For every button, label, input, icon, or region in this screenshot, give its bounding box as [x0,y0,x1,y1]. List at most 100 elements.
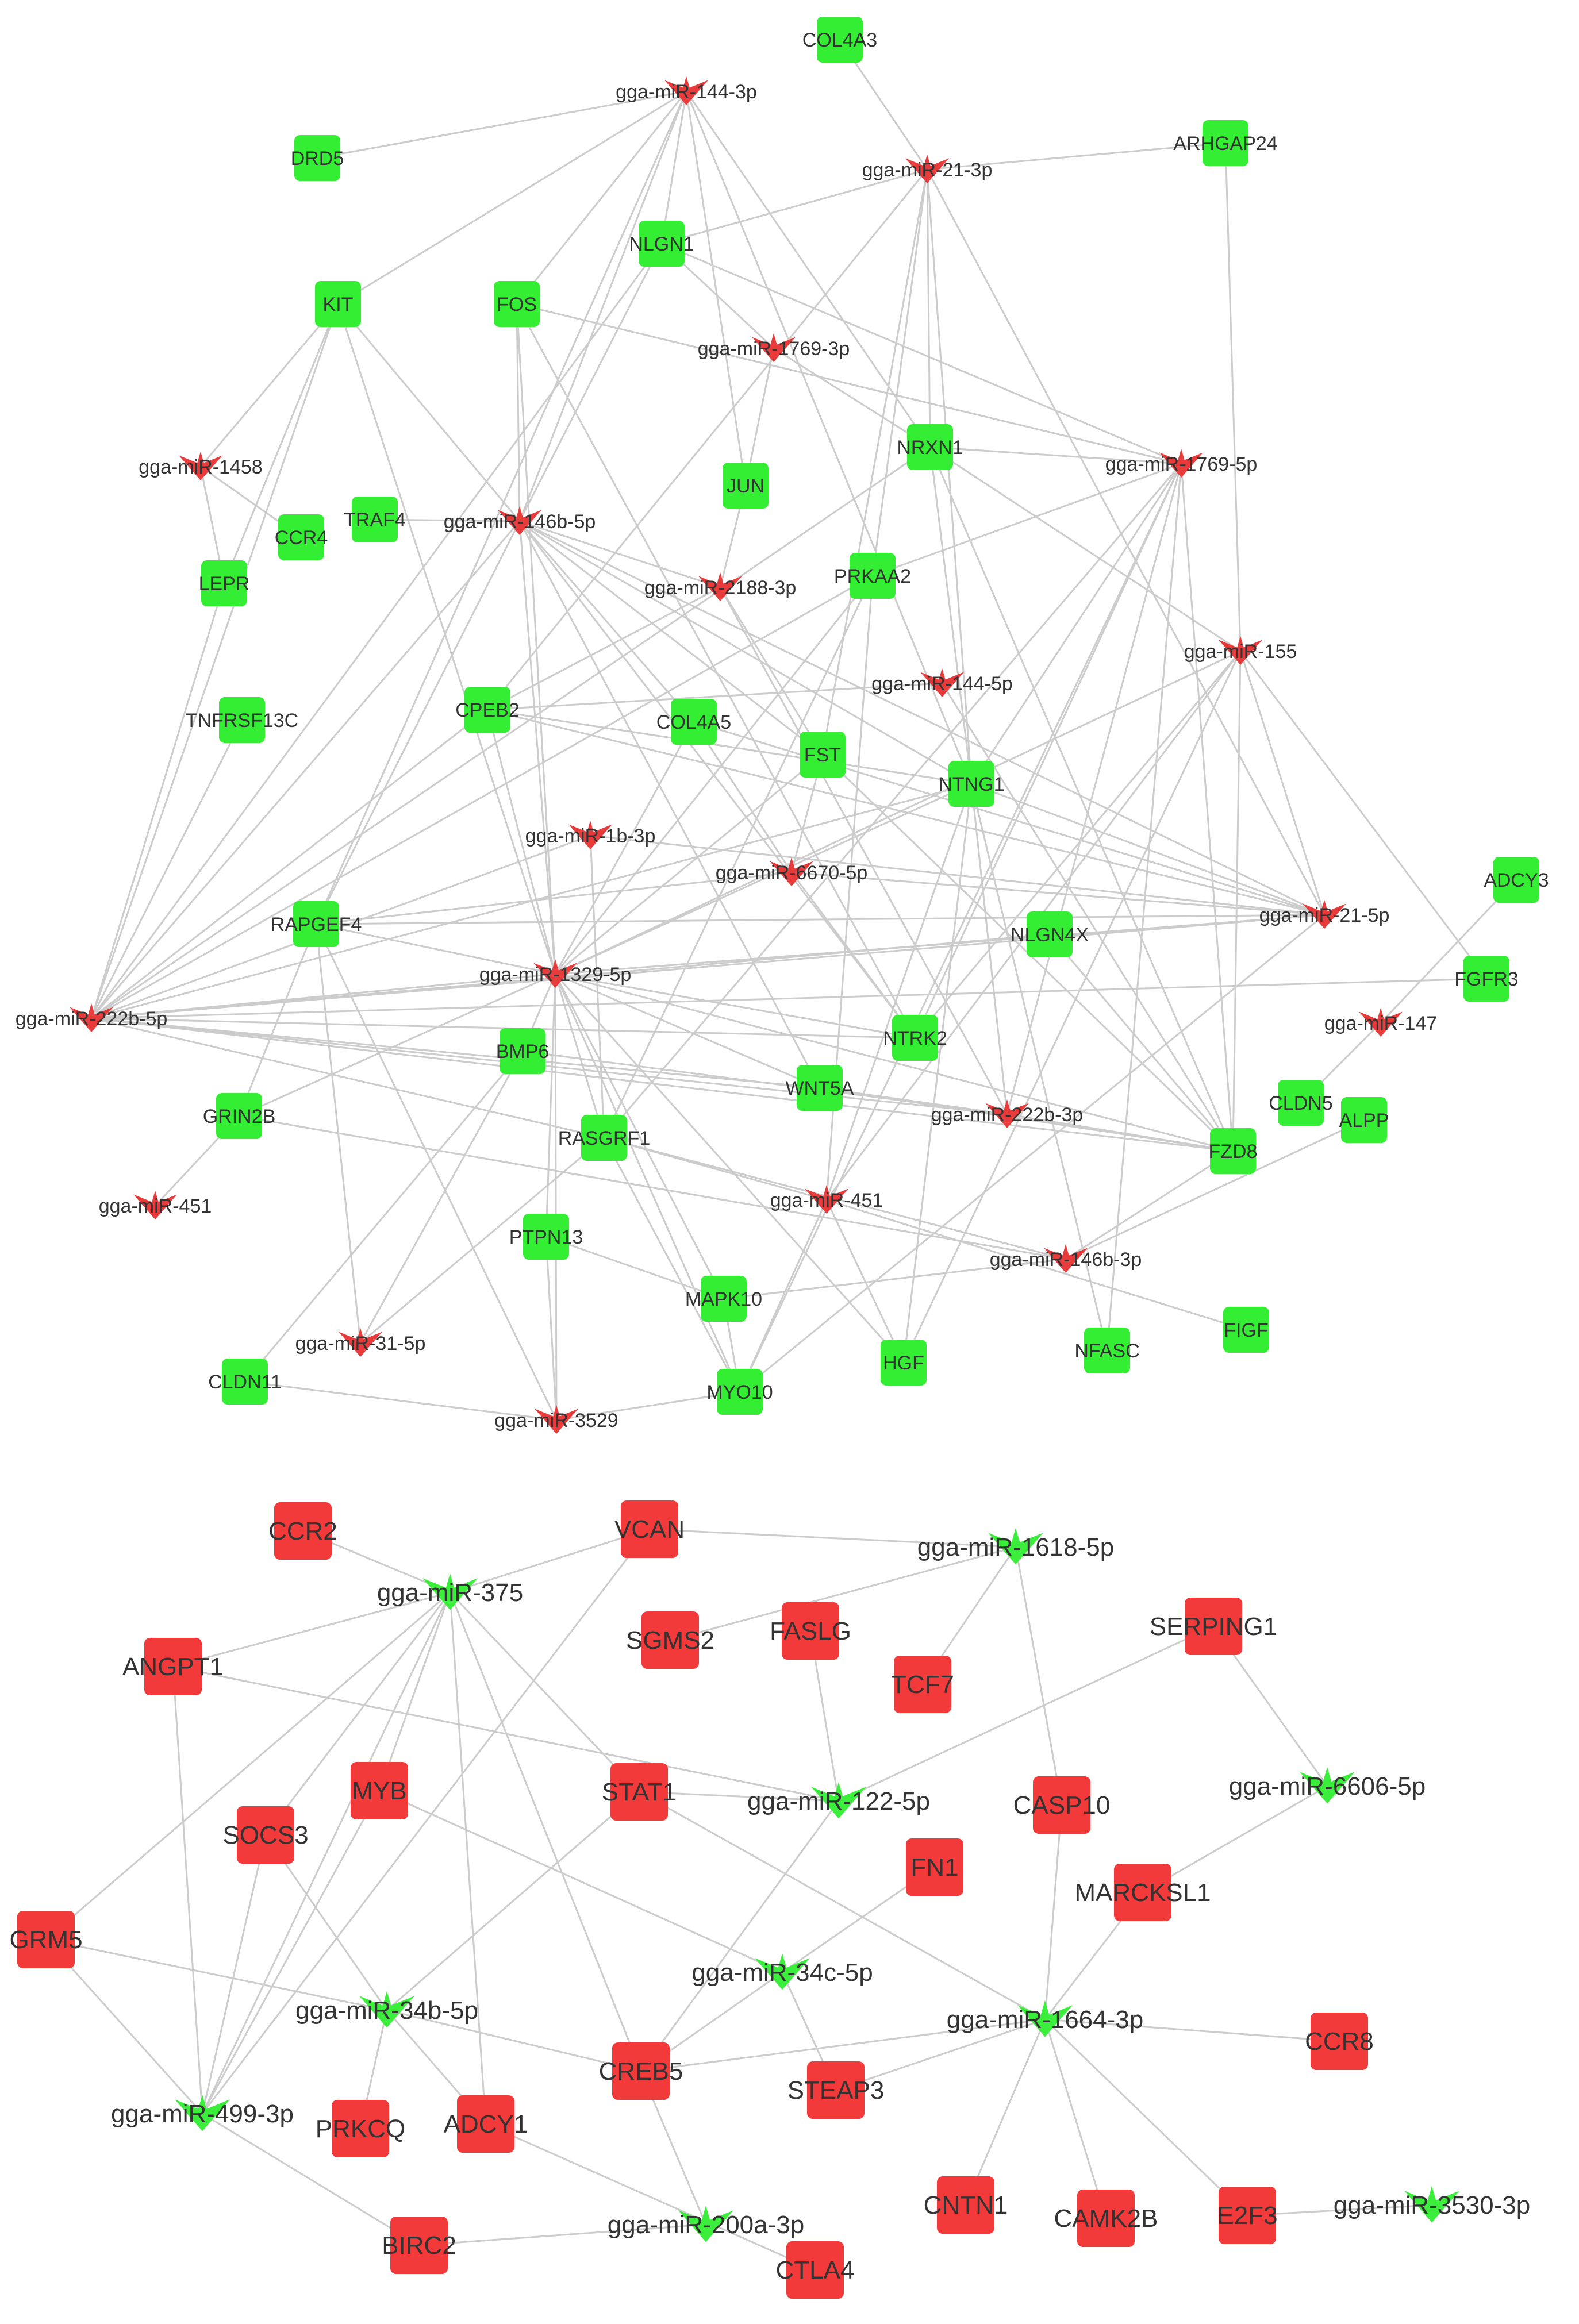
edge-gga-mir-1664-3p-e2f3 [1044,2018,1248,2217]
edge-rasgrf1-myo10 [603,1137,741,1392]
mirna-arrow-shape [535,1405,578,1434]
gene-node-birc2: BIRC2 [382,2217,456,2274]
edge-nlgn1-gga-mir-144-3p [660,91,687,244]
gene-label: TCF7 [891,1671,954,1699]
gene-node-grin2b: GRIN2B [203,1093,276,1139]
mirna-arrow-shape [133,1190,177,1220]
gene-square-shape [1084,1328,1130,1373]
mirna-label: gga-miR-122-5p [747,1787,930,1815]
gene-square-shape [671,699,717,745]
mirna-label: gga-miR-21-3p [862,159,993,181]
mirna-label: gga-miR-1618-5p [917,1533,1114,1561]
edge-gga-mir-375-grm5 [45,1591,451,1941]
gene-label: PTPN13 [509,1226,583,1248]
gene-node-tnfrsf13c: TNFRSF13C [186,697,298,743]
gene-node-sgms2: SGMS2 [626,1611,714,1669]
gene-label: CCR4 [275,527,328,549]
edge-gga-mir-1329-5p-wnt5a [555,973,820,1089]
gene-node-lepr: LEPR [199,560,249,606]
gene-node-ptpn13: PTPN13 [509,1214,583,1260]
edge-gga-mir-21-5p-gga-mir-21-3p [926,169,1326,915]
gene-square-shape [1463,956,1509,1002]
gene-square-shape [894,1656,951,1713]
gene-node-creb5: CREB5 [599,2042,683,2100]
edge-ntng1-gga-mir-21-3p [926,169,973,784]
edge-nlgn1-gga-mir-21-3p [661,168,928,245]
mirna-label: gga-miR-1769-5p [1105,453,1258,475]
gene-square-shape [464,687,510,733]
gene-label: RASGRF1 [558,1128,651,1149]
edge-gga-mir-499-3p-birc2 [202,2113,420,2246]
gene-label: HGF [883,1352,924,1374]
edge-gga-mir-1329-5p-rasgrf1 [554,974,605,1138]
edge-gga-mir-1329-5p-gga-mir-3529 [554,974,558,1421]
mirna-label: gga-miR-34c-5p [691,1959,873,1987]
edge-fst-gga-mir-21-3p [821,169,928,755]
gene-square-shape [701,1276,747,1322]
edge-nrxn1-gga-mir-222b-5p [91,446,931,1019]
mirna-arrow-shape [905,154,949,184]
edge-gga-mir-21-5p-rapgef4 [316,914,1325,925]
edge-gga-mir-1329-5p-fzd8 [555,973,1234,1152]
mirna-arrow-shape [1219,636,1262,665]
mirna-arrow-shape [339,1328,382,1357]
gene-label: NLGN4X [1011,924,1089,946]
mirna-label: gga-miR-222b-3p [931,1104,1084,1126]
gene-square-shape [216,1093,262,1139]
gene-node-ctla4: CTLA4 [776,2241,854,2299]
gene-square-shape [717,1369,763,1415]
edge-rapgef4-gga-mir-144-3p [315,91,687,925]
mirna-arrow-shape [811,1782,866,1819]
edge-prkaa2-gga-mir-21-3p [871,169,928,576]
gene-node-col4a5: COL4A5 [656,699,731,745]
gene-node-hgf: HGF [881,1340,927,1386]
gene-label: NRXN1 [897,437,963,459]
gene-node-serping1: SERPING1 [1150,1598,1277,1655]
gene-label: NTNG1 [938,774,1004,795]
edge-gga-mir-1329-5p-mapk10 [554,974,725,1299]
gene-square-shape [807,2061,865,2119]
gene-square-shape [786,2241,844,2299]
gene-node-traf4: TRAF4 [344,497,406,542]
edge-gga-mir-1769-5p-fzd8 [1180,463,1234,1152]
edge-gga-mir-155-fgfr3 [1239,651,1488,979]
edge-fos-gga-mir-1329-5p [516,303,556,975]
edge-creb5-gga-mir-1664-3p [640,2018,1046,2072]
edge-gga-mir-1b-3p-gga-mir-21-5p [590,834,1325,916]
gene-square-shape [144,1638,202,1695]
edge-gga-mir-375-socs3 [264,1592,451,1836]
edge-gga-mir-1b-3p-rasgrf1 [589,835,605,1138]
mirna-arrow-shape [1017,2000,1073,2037]
gene-node-steap3: STEAP3 [787,2061,884,2119]
mirna-node-gga-mir-144-5p: gga-miR-144-5p [871,668,1013,698]
mirna-node-gga-mir-451: gga-miR-451 [770,1184,883,1214]
edge-gga-mir-222b-5p-gga-mir-222b-3p [91,1017,1008,1115]
mirna-node-gga-mir-6670-5p: gga-miR-6670-5p [716,857,867,887]
mirna-label: gga-miR-34b-5p [295,1996,478,2025]
gene-label: MYO10 [706,1382,773,1403]
edge-cldn11-gga-mir-3529 [244,1380,557,1421]
gene-node-fgfr3: FGFR3 [1454,956,1519,1002]
edge-nrxn1-gga-mir-1769-3p [773,347,931,448]
edge-gga-mir-146b-5p-col4a5 [518,521,695,722]
gene-square-shape [523,1214,569,1260]
edge-gga-mir-451-myo10 [739,1199,828,1392]
gene-label: GRIN2B [203,1106,276,1128]
gene-label: KIT [323,294,354,315]
gene-node-myo10: MYO10 [706,1369,773,1415]
gene-node-nfasc: NFASC [1074,1328,1140,1373]
mirna-arrow-shape [1159,448,1203,478]
gene-square-shape [294,135,340,181]
gene-label: MARCKSL1 [1074,1879,1211,1907]
gene-node-kit: KIT [315,281,361,327]
edge-lepr-gga-mir-222b-5p [90,583,225,1019]
edge-myb-gga-mir-34c-5p [379,1790,783,1973]
mirna-label: gga-miR-147 [1324,1013,1438,1034]
gene-square-shape [1114,1864,1171,1921]
edge-adcy3-gga-mir-147 [1380,879,1517,1024]
edge-ptpn13-gga-mir-3529 [545,1236,558,1421]
mirna-node-gga-mir-3530-3p: gga-miR-3530-3p [1334,2186,1530,2223]
edge-traf4-gga-mir-146b-5p [374,518,520,522]
gene-square-shape [621,1500,678,1558]
gene-label: FGFR3 [1454,968,1518,990]
